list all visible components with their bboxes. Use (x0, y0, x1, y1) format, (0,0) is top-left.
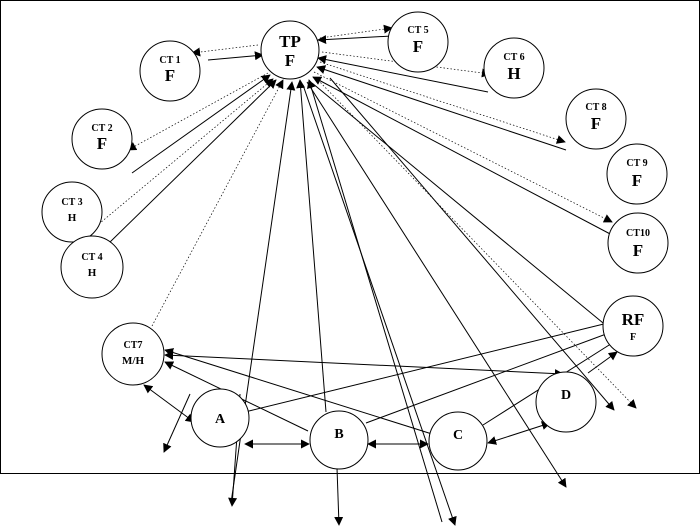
node-ct6: CT 6H (483, 37, 545, 99)
node-sublabel: F (630, 332, 636, 343)
node-circle (607, 212, 669, 274)
node-tp: TPF (260, 20, 320, 80)
node-sublabel: F (633, 241, 643, 260)
node-circle (602, 295, 664, 357)
edge-ct7-to-tp-dotted (151, 79, 284, 327)
node-label: TP (279, 32, 301, 51)
edges-layer (87, 24, 637, 526)
node-b: B (309, 410, 369, 470)
node-label: B (334, 427, 343, 442)
edge-ct3-to-tp-dotted (87, 78, 274, 234)
node-sublabel: F (413, 37, 423, 56)
edge-tp-to-ct2-dotted (127, 72, 269, 151)
node-circle (139, 40, 201, 102)
node-label: CT 1 (159, 55, 180, 66)
node-sublabel: F (591, 114, 601, 133)
node-sublabel: F (165, 66, 175, 85)
edge-ct1-to-tp (207, 51, 264, 61)
node-circle (260, 20, 320, 80)
node-circle (60, 235, 124, 299)
node-label: CT 8 (585, 102, 606, 113)
node-ct2: CT 2F (71, 108, 133, 170)
node-label: CT 4 (81, 252, 102, 263)
stray-arrow-5 (163, 393, 191, 453)
edge-tp-to-ct10-dotted (313, 71, 613, 223)
node-label: RF (622, 310, 645, 329)
node-ct4: CT 4 H (60, 235, 124, 299)
node-sublabel: H (88, 267, 97, 279)
node-label: D (561, 388, 571, 403)
node-circle (535, 371, 597, 433)
node-sublabel: F (285, 51, 295, 70)
node-sublabel: M/H (122, 355, 144, 367)
node-sublabel: F (97, 134, 107, 153)
node-sublabel: H (507, 64, 520, 83)
stray-arrow-3 (302, 84, 457, 526)
edge-ct8-to-tp (316, 65, 567, 151)
stray-arrow-4 (306, 81, 567, 488)
edge-ct7-to-d (164, 350, 564, 379)
node-label: CT 6 (503, 52, 524, 63)
node-sublabel: H (68, 212, 77, 224)
node-label: C (453, 428, 463, 443)
edge-ct2-to-tp (131, 74, 271, 174)
node-circle (606, 143, 668, 205)
node-circle (309, 410, 369, 470)
node-ct5: CT 5F (387, 11, 449, 73)
stray-arrow-2 (334, 467, 344, 526)
node-circle (101, 322, 165, 386)
node-ct8: CT 8F (565, 88, 627, 150)
edge-ct10-to-tp (312, 76, 615, 237)
node-circle (41, 181, 103, 243)
edge-ct5-to-tp (317, 35, 393, 45)
edge-tp-to-ct8-dotted (319, 61, 566, 144)
edge-tp-to-rf-dotted (317, 79, 637, 409)
node-ct9: CT 9 F (606, 143, 668, 205)
edge-tp-to-ct1-dotted (191, 44, 259, 57)
node-label: CT 9 (626, 158, 647, 169)
stray-arrow-6 (329, 77, 615, 411)
node-label: CT7 (124, 340, 143, 351)
edge-d-to-rf (587, 351, 618, 374)
node-label: CT10 (626, 228, 650, 239)
node-label: CT 5 (407, 25, 428, 36)
node-ct1: CT 1F (139, 40, 201, 102)
node-circle (483, 37, 545, 99)
node-label: CT 2 (91, 123, 112, 134)
edge-tp-to-ct5-dotted (319, 24, 393, 39)
node-sublabel: F (632, 171, 642, 190)
edge-a-to-rf (244, 318, 617, 413)
node-c: C (428, 411, 488, 471)
edge-tp-to-rf (311, 82, 615, 333)
edge-ct4-to-tp (107, 79, 277, 245)
edge-a-to-tp (230, 81, 296, 504)
node-label: CT 3 (61, 197, 82, 208)
node-circle (190, 388, 250, 448)
edge-ct7-to-a (143, 384, 195, 423)
node-label: A (215, 412, 226, 427)
node-a: A (190, 388, 250, 448)
node-circle (428, 411, 488, 471)
node-circle (71, 108, 133, 170)
node-ct3: CT 3 H (41, 181, 103, 243)
edge-ct6-to-tp (317, 55, 489, 93)
node-d: D (535, 371, 597, 433)
node-rf: RF F (602, 295, 664, 357)
edge-b-to-rf (365, 328, 618, 424)
edge-c-to-d (487, 421, 551, 445)
node-circle (387, 11, 449, 73)
node-circle (565, 88, 627, 150)
